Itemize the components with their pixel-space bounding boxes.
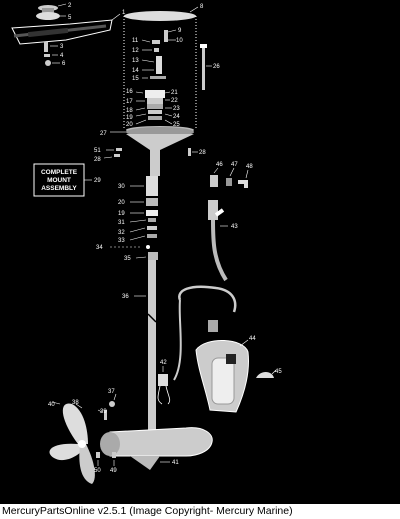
callout-48: 48 [246, 164, 253, 170]
callout-46: 46 [216, 162, 223, 168]
cable-assembly [208, 200, 228, 282]
callout-3: 3 [60, 44, 64, 50]
callout-12: 12 [132, 48, 139, 54]
callout-38: 38 [72, 400, 79, 406]
assembly-box-line-3: ASSEMBLY [41, 185, 77, 192]
callout-numbers: 1 2 5 3 4 6 8 9 10 11 12 13 14 15 16 17 … [48, 3, 282, 474]
speed-knob [36, 3, 67, 20]
callout-4: 4 [60, 53, 64, 59]
column-tube [110, 134, 194, 430]
prop-hardware [96, 393, 117, 466]
callout-28-right: 28 [199, 150, 206, 156]
callout-31: 31 [118, 220, 125, 226]
callout-11: 11 [132, 38, 139, 44]
callout-21: 21 [171, 90, 178, 96]
callout-8: 8 [200, 4, 204, 10]
internal-components [135, 29, 177, 125]
callout-24: 24 [173, 114, 180, 120]
callout-1: 1 [122, 10, 126, 16]
callout-18: 18 [126, 108, 133, 114]
cable-tie [200, 44, 212, 90]
callout-16: 16 [126, 89, 133, 95]
parts-diagram: COMPLETE MOUNT ASSEMBLY [0, 0, 400, 504]
foot-pedal [173, 285, 249, 413]
callout-40: 40 [48, 402, 55, 408]
callout-47: 47 [231, 162, 238, 168]
callout-50: 50 [94, 468, 101, 474]
callout-27: 27 [100, 131, 107, 137]
fuse-holder [157, 366, 171, 405]
callout-19: 19 [126, 115, 133, 121]
cap [256, 369, 277, 378]
callout-14: 14 [132, 68, 139, 74]
callout-26: 26 [213, 64, 220, 70]
screws [103, 148, 198, 159]
callout-2: 2 [68, 3, 72, 9]
connectors [210, 167, 249, 188]
callout-13: 13 [132, 58, 139, 64]
callout-22: 22 [171, 98, 178, 104]
callout-42: 42 [160, 360, 167, 366]
callout-20-lower: 20 [118, 200, 125, 206]
callout-32: 32 [118, 230, 125, 236]
callout-6: 6 [62, 61, 66, 67]
assembly-box-line-2: MOUNT [47, 177, 71, 184]
callout-17: 17 [126, 99, 133, 105]
callout-41: 41 [172, 460, 179, 466]
callout-45: 45 [275, 369, 282, 375]
callout-33: 33 [118, 238, 125, 244]
lower-unit [100, 427, 213, 470]
callout-15: 15 [132, 76, 139, 82]
image-caption: MercuryPartsOnline v2.5.1 (Image Copyrig… [0, 504, 400, 519]
callout-20: 20 [126, 122, 133, 128]
callout-36: 36 [122, 294, 129, 300]
callout-35: 35 [124, 256, 131, 262]
callout-49: 49 [110, 468, 117, 474]
callout-9: 9 [178, 28, 182, 34]
callout-37: 37 [108, 389, 115, 395]
propeller [49, 401, 95, 484]
callout-43: 43 [231, 224, 238, 230]
callout-30: 30 [118, 184, 125, 190]
callout-10: 10 [176, 38, 183, 44]
exploded-view-drawing: COMPLETE MOUNT ASSEMBLY [11, 3, 282, 484]
callout-29: 29 [94, 178, 101, 184]
callout-51: 51 [94, 148, 101, 154]
callout-19-lower: 19 [118, 211, 125, 217]
callout-5: 5 [68, 15, 72, 21]
callout-39: 39 [100, 409, 107, 415]
callout-44: 44 [249, 336, 256, 342]
head-hardware [44, 42, 60, 66]
complete-mount-assembly-box: COMPLETE MOUNT ASSEMBLY [33, 163, 92, 197]
callout-28-left: 28 [94, 157, 101, 163]
callout-25: 25 [173, 122, 180, 128]
callout-23: 23 [173, 106, 180, 112]
callout-34: 34 [96, 245, 103, 251]
assembly-box-line-1: COMPLETE [41, 169, 78, 176]
control-head-cover [11, 13, 121, 45]
